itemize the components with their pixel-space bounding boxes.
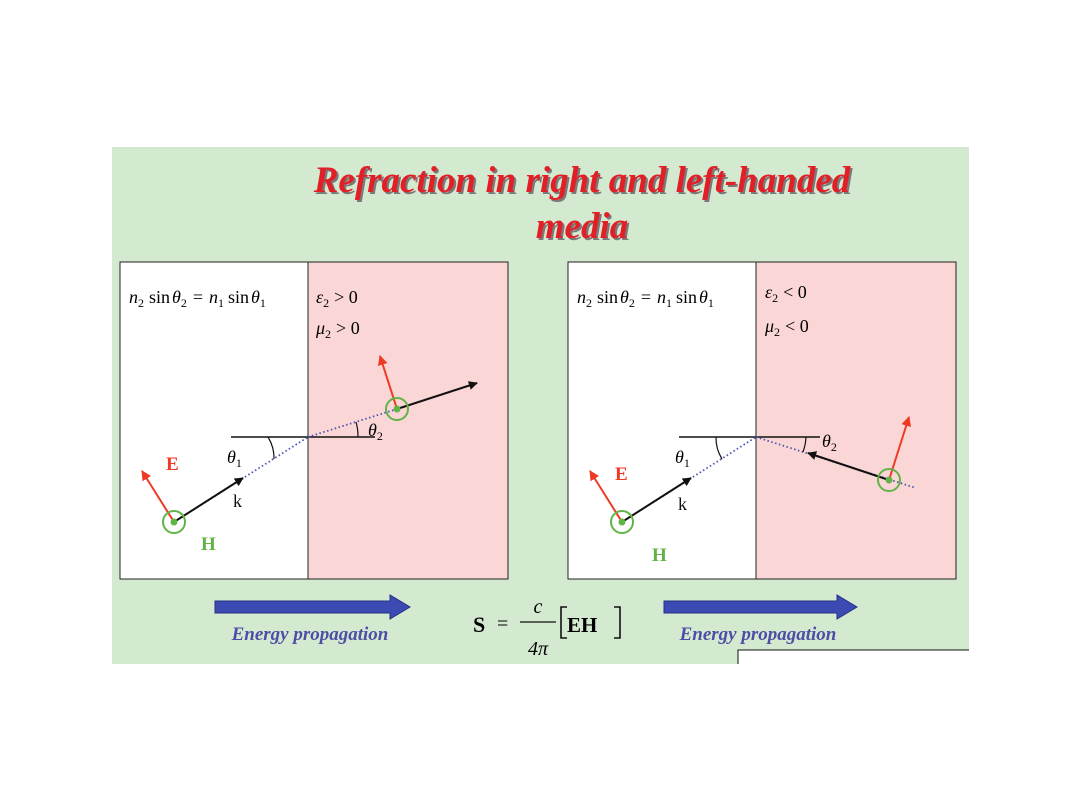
- left-h-circle-incident: [162, 510, 186, 534]
- left-h-circle-refracted: [385, 397, 409, 421]
- poynting-numerator: c: [534, 596, 543, 618]
- poynting-bracket-right: [614, 606, 621, 639]
- title-line-2: media: [535, 206, 629, 247]
- right-energy-label: Energy propagation: [679, 624, 837, 645]
- left-energy-label: Energy propagation: [231, 624, 389, 645]
- right-h-circle-incident: [610, 510, 634, 534]
- right-e-label: E: [615, 464, 628, 485]
- left-e-label: E: [166, 454, 179, 475]
- corner-box: [738, 650, 969, 664]
- slide-title: Refraction in right and left-handed medi…: [112, 158, 1052, 250]
- poynting-denominator: 4π: [528, 638, 549, 660]
- right-h-circle-refracted: [877, 468, 901, 492]
- left-medium-2: [307, 261, 509, 580]
- right-incident-ray-path: [621, 436, 757, 523]
- corner-box-border: [737, 649, 969, 664]
- left-k-vector: [173, 477, 244, 523]
- right-k-vector-refracted: [807, 451, 890, 481]
- right-h-label: H: [652, 545, 667, 566]
- poynting-bracket-content: EH: [567, 613, 597, 637]
- right-medium-2: [755, 261, 957, 580]
- left-e-vector-refracted: [377, 355, 398, 410]
- left-theta1-arc: [267, 436, 275, 460]
- right-theta1-arc: [715, 436, 723, 460]
- poynting-equals: =: [497, 613, 508, 635]
- right-epsilon-condition: ε2< 0: [765, 282, 807, 305]
- right-h-dot-refracted: [885, 476, 893, 484]
- left-h-label: H: [201, 534, 216, 555]
- left-theta2-arc: [355, 421, 359, 438]
- right-k-label: k: [678, 494, 687, 514]
- poynting-formula: S = c 4π EH: [473, 596, 621, 660]
- right-theta2-label: θ2: [822, 431, 837, 454]
- left-epsilon-condition: ε2> 0: [316, 287, 358, 310]
- left-medium-1: [119, 261, 309, 580]
- left-k-vector-refracted: [396, 381, 478, 410]
- right-theta2-arc: [802, 436, 807, 453]
- left-energy-arrow: [214, 594, 411, 620]
- right-medium-1: [567, 261, 757, 580]
- left-incident-ray-path: [173, 436, 309, 523]
- poynting-bracket-left: [560, 606, 567, 639]
- left-theta2-label: θ2: [368, 420, 383, 443]
- right-energy-arrow: [663, 594, 858, 620]
- left-mu-condition: μ2> 0: [315, 318, 360, 341]
- poynting-lhs: S: [473, 612, 485, 637]
- right-h-dot-incident: [618, 518, 626, 526]
- left-h-dot-incident: [170, 518, 178, 526]
- right-mu-condition: μ2< 0: [764, 316, 809, 339]
- left-theta1-label: θ1: [227, 447, 242, 470]
- left-k-label: k: [233, 491, 242, 511]
- left-h-dot-refracted: [393, 405, 401, 413]
- title-line-1: Refraction in right and left-handed: [313, 160, 851, 201]
- right-k-vector: [621, 477, 692, 523]
- right-theta1-label: θ1: [675, 447, 690, 470]
